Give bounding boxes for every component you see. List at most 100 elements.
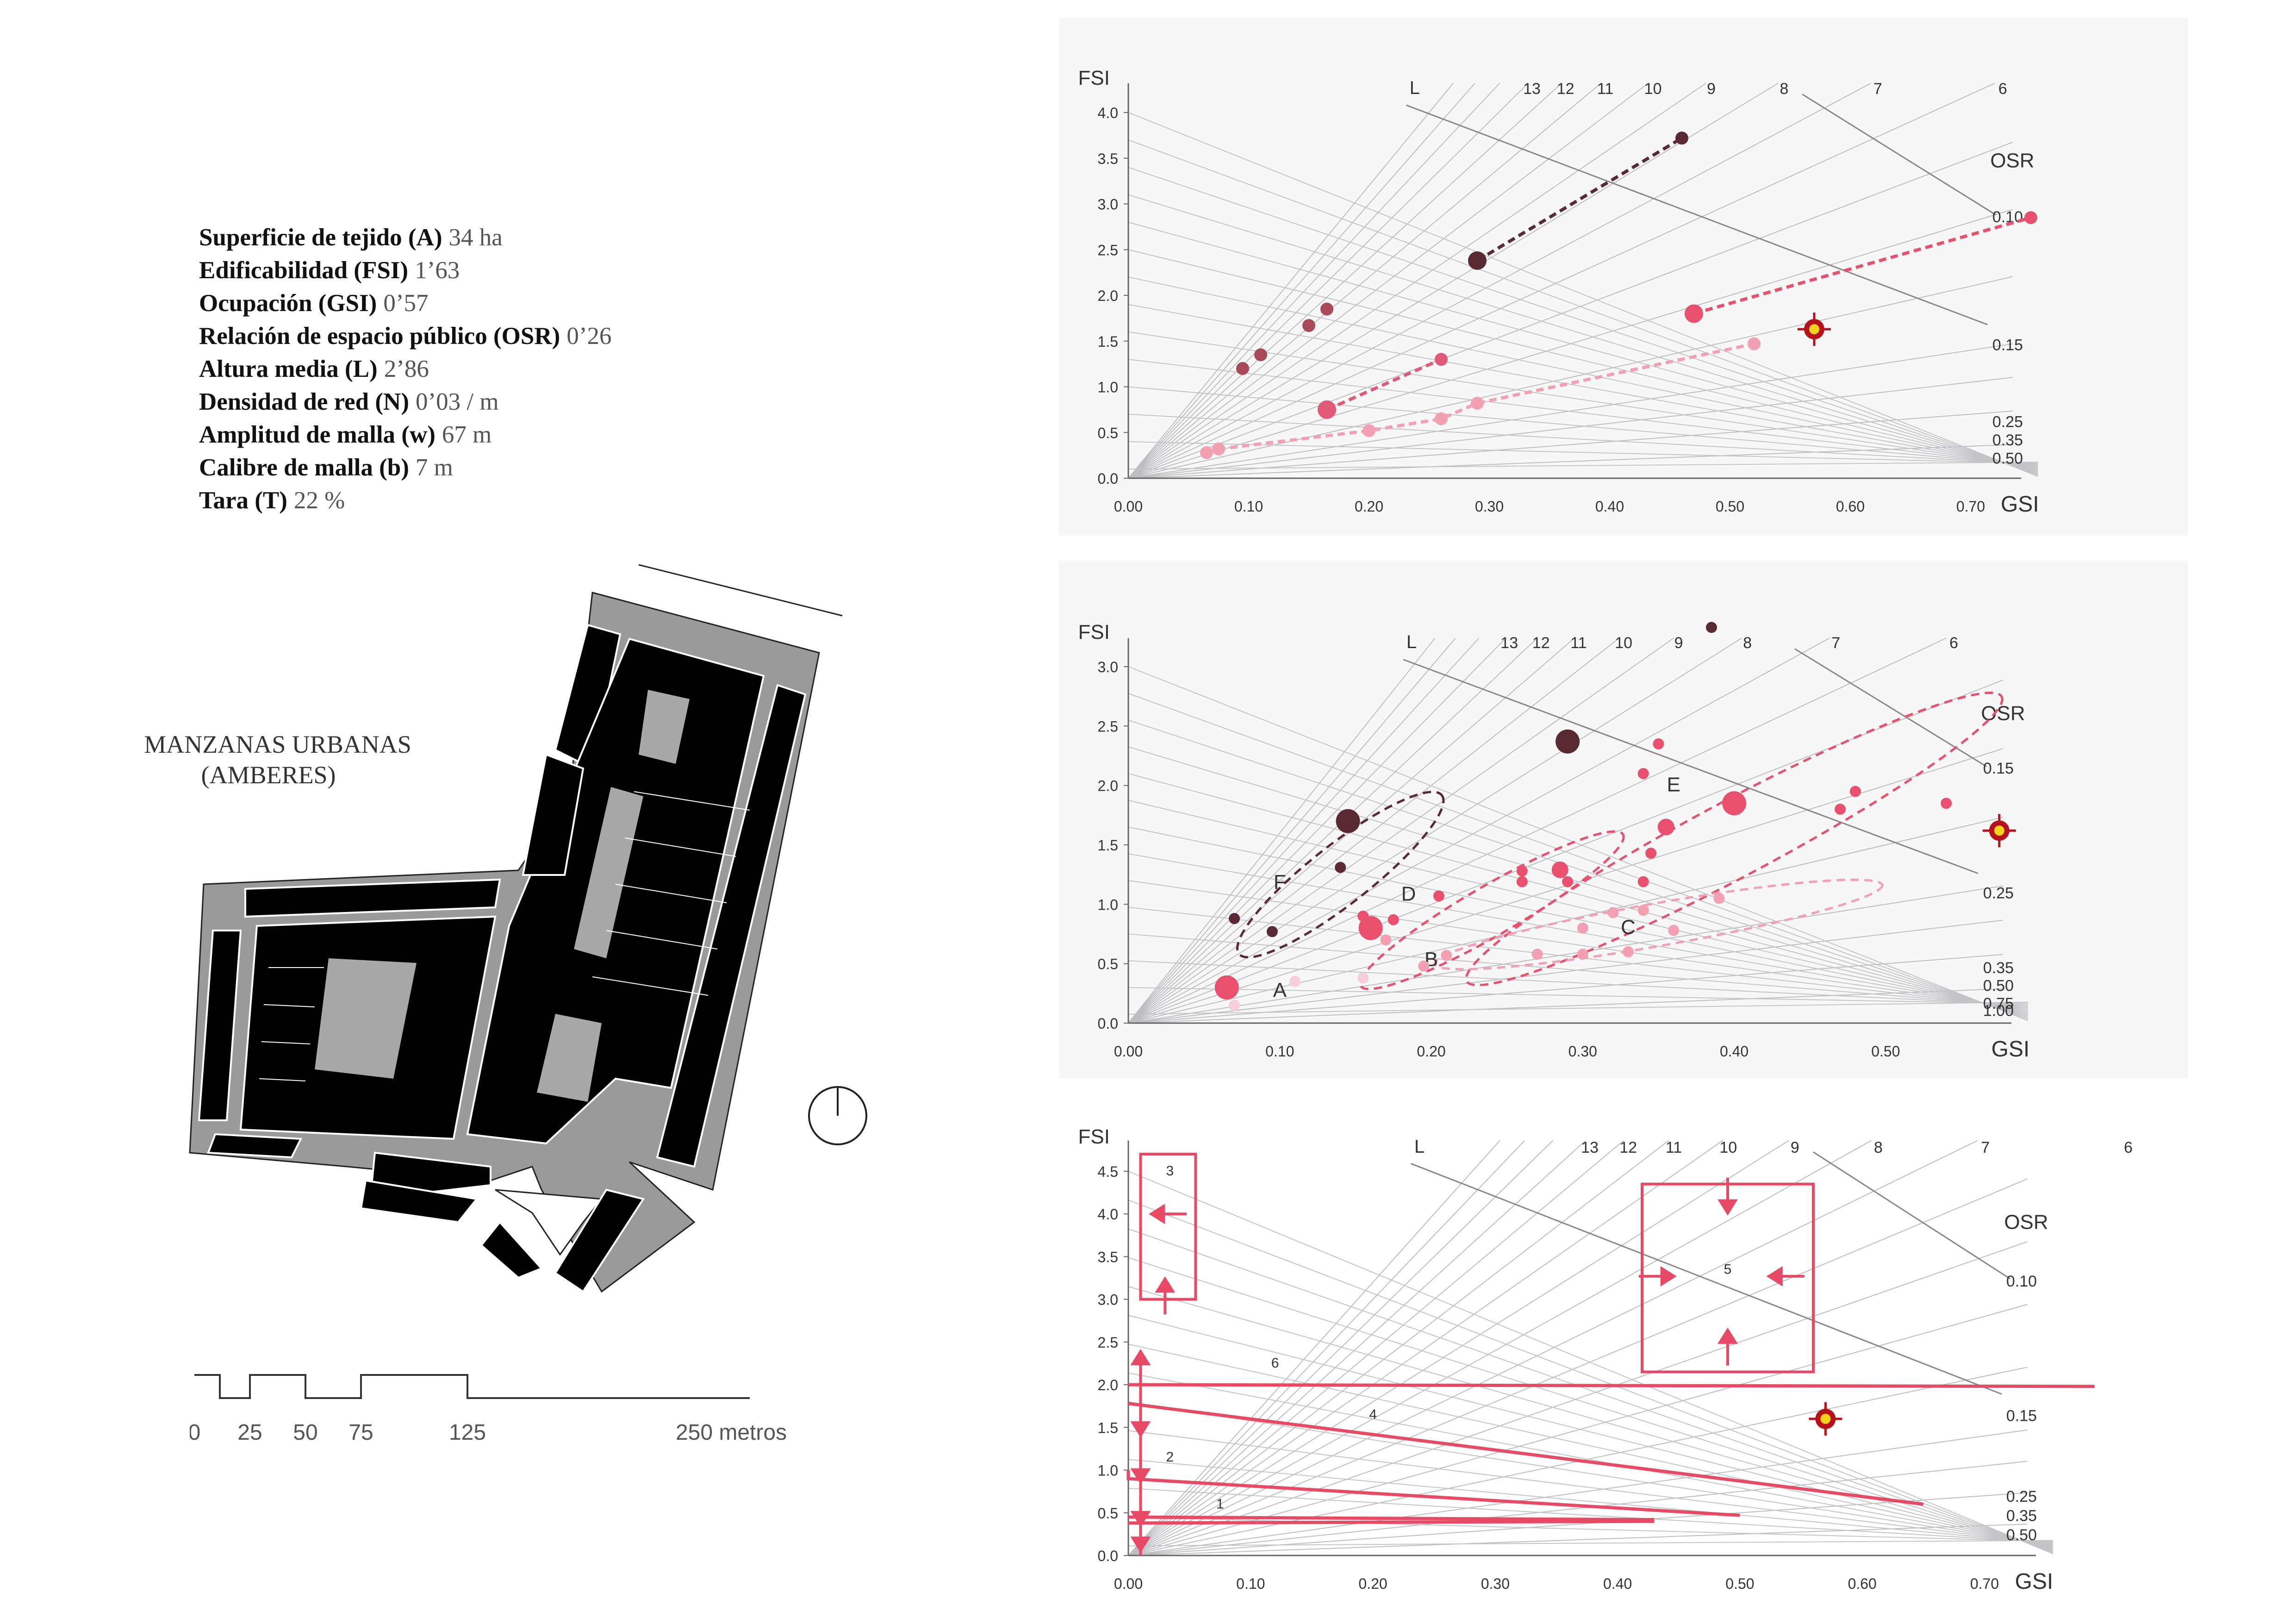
arrow-icon [1130, 1421, 1151, 1438]
group-label: F [1274, 871, 1286, 893]
stat-label: Amplitud de malla (w) [199, 421, 436, 448]
OSR-main-line [1410, 1163, 2002, 1395]
L-line [1128, 988, 2004, 1024]
y-tick-label: 4.5 [1098, 1163, 1118, 1180]
y-tick-label: 1.5 [1098, 837, 1118, 854]
arrow-icon [1717, 1327, 1738, 1344]
data-point [1441, 949, 1452, 961]
scale-label: 25 [237, 1420, 262, 1445]
stat-label: Tara (T) [199, 487, 287, 514]
data-point [1835, 804, 1846, 815]
OSR-line [1128, 773, 2028, 1016]
L-line [1128, 637, 1619, 1024]
data-point [1229, 913, 1240, 924]
x-tick-label: 0.20 [1417, 1043, 1445, 1060]
stat-value: 0’57 [383, 290, 429, 317]
L-line [1128, 83, 1601, 479]
OSR-line [1128, 987, 2028, 1004]
y-tick-label: 3.0 [1098, 196, 1118, 213]
L-line [1128, 1140, 1724, 1556]
y-tick-label: 4.0 [1098, 1206, 1118, 1223]
L-line [1128, 1140, 1624, 1556]
zone-label: 5 [1724, 1262, 1732, 1277]
L-line [1128, 1429, 2028, 1556]
arrow-icon [1130, 1468, 1151, 1485]
L-tick-label: 9 [1674, 634, 1683, 652]
stat-row: Ocupación (GSI)0’57 [199, 287, 611, 320]
data-point [1653, 738, 1664, 750]
L-line [1128, 444, 2013, 479]
data-point [1289, 976, 1300, 987]
OSR-line [1128, 853, 2028, 1012]
group-label: D [1401, 883, 1416, 906]
L-line [1128, 919, 2004, 1024]
OSR-line [1128, 1199, 2053, 1554]
OSR-main-line [1794, 648, 1987, 767]
OSR-line [1128, 906, 2028, 1009]
stat-value: 34 ha [448, 224, 503, 251]
stat-label: Relación de espacio público (OSR) [199, 323, 560, 350]
stat-label: Superficie de tejido (A) [199, 224, 442, 251]
group-ellipse [1236, 791, 1445, 959]
marker-center [1820, 1413, 1831, 1424]
y-tick-label: 3.0 [1098, 1292, 1118, 1308]
L-line [1128, 954, 2004, 1024]
scale-label: 75 [348, 1420, 373, 1445]
OSR-axis-label: OSR [1990, 150, 2034, 172]
OSR-line [1128, 462, 2038, 470]
stat-value: 67 m [442, 421, 492, 448]
L-tick-label: 8 [1874, 1139, 1883, 1156]
scale-label: 50 [293, 1420, 317, 1445]
L-line [1128, 83, 1649, 479]
x-tick-label: 0.10 [1265, 1043, 1294, 1060]
data-point [1706, 622, 1717, 633]
L-line [1128, 82, 1779, 479]
L-tick-label: 6 [1998, 80, 2007, 98]
group-ellipse [1433, 878, 1884, 971]
x-tick-label: 0.30 [1475, 498, 1504, 515]
x-tick-label: 0.60 [1848, 1575, 1877, 1592]
y-tick-label: 0.5 [1098, 956, 1118, 973]
L-tick-label: 11 [1666, 1139, 1682, 1156]
OSR-tick-label: 0.35 [1983, 959, 2014, 977]
L-axis-label: L [1414, 1137, 1425, 1157]
L-line [1128, 1461, 2028, 1556]
L-line [1128, 637, 1538, 1024]
OSR-line [1128, 194, 2038, 474]
OSR-line [1128, 800, 2028, 1014]
marker-center [1994, 825, 2004, 836]
y-tick-label: 1.5 [1098, 1419, 1118, 1436]
arrow-icon [1130, 1511, 1151, 1527]
L-lines [1128, 637, 2004, 1024]
stat-value: 2’86 [384, 356, 429, 382]
x-tick-label: 0.10 [1236, 1575, 1265, 1592]
L-line [1128, 1140, 1525, 1556]
OSR-tick-label: 0.15 [1983, 760, 2014, 777]
data-point [1254, 348, 1267, 362]
L-tick-label: 12 [1532, 634, 1550, 652]
data-point [1229, 999, 1240, 1011]
OSR-lines [1128, 666, 2028, 1021]
L-tick-label: 11 [1597, 80, 1613, 98]
data-point [2024, 211, 2037, 225]
data-point [1531, 949, 1543, 960]
L-line [1128, 637, 1506, 1024]
x-tick-label: 0.20 [1358, 1575, 1387, 1592]
OSR-main-line [1403, 659, 1979, 874]
x-axis-label: GSI [2015, 1569, 2053, 1594]
x-tick-label: 0.00 [1114, 1575, 1143, 1592]
target-marker [1809, 1402, 1842, 1436]
L-line [1128, 637, 1742, 1024]
L-line [1128, 637, 1947, 1024]
data-point [1623, 946, 1634, 957]
L-tick-label: 12 [1557, 80, 1574, 98]
L-line [1128, 885, 2004, 1024]
data-point [1363, 424, 1375, 437]
y-axis-label: FSI [1078, 1125, 1110, 1148]
data-point [1212, 442, 1225, 456]
y-tick-label: 1.5 [1098, 333, 1118, 350]
OSR-line [1128, 1459, 2053, 1544]
series-line [1476, 137, 1683, 262]
scale-bar: 0 25 50 75 125 250 metros [190, 1374, 787, 1445]
